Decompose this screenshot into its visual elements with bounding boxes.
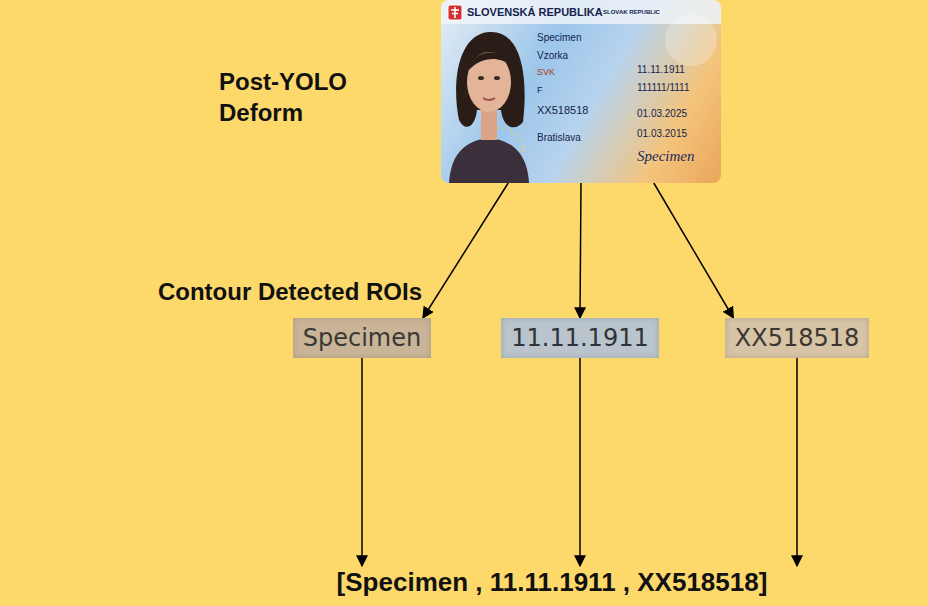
- flow-arrow: [579, 358, 581, 566]
- card-field: Specimen: [637, 148, 694, 165]
- card-field: Vzorka: [537, 50, 568, 61]
- output-list: [Specimen , 11.11.1911 , XX518518]: [222, 566, 882, 598]
- flow-arrow: [580, 183, 581, 318]
- roi-crop: XX518518: [725, 318, 870, 358]
- section-label: Contour Detected ROIs: [158, 276, 422, 307]
- roi-crop: Specimen: [293, 318, 431, 358]
- shoulders: [449, 138, 529, 183]
- roi-text: XX518518: [735, 323, 860, 353]
- card-field: SVK: [537, 68, 555, 78]
- card-field: SLOVAK REPUBLIC: [603, 9, 660, 16]
- id-card-image: SLOVENSKÁ REPUBLIKASLOVAK REPUBLIC Specim…: [441, 0, 721, 183]
- face: [467, 52, 511, 112]
- card-field: F: [537, 86, 543, 96]
- card-field: 111111/1111: [637, 82, 689, 93]
- card-field: Bratislava: [537, 132, 581, 143]
- roi-text: 11.11.1911: [511, 323, 648, 353]
- card-field: 01.03.2015: [637, 128, 687, 139]
- card-field: 11.11.1911: [637, 64, 685, 75]
- result-text: [Specimen , 11.11.1911 , XX518518]: [222, 566, 882, 598]
- card-field: SLOVENSKÁ REPUBLIKA: [467, 6, 603, 18]
- card-field: 01.03.2025: [637, 108, 687, 119]
- card-field: Specimen: [537, 32, 581, 43]
- roi-text: Specimen: [303, 323, 421, 353]
- neck: [481, 110, 497, 140]
- flow-arrow: [423, 183, 508, 318]
- flag-emblem: [448, 5, 462, 20]
- roi-crop: 11.11.1911: [501, 318, 658, 358]
- flow-arrow: [796, 358, 798, 566]
- card-field: XX518518: [537, 104, 588, 116]
- flow-arrow: [361, 358, 363, 566]
- stage-label: Post-YOLO Deform: [219, 66, 364, 128]
- flow-arrow: [654, 183, 734, 318]
